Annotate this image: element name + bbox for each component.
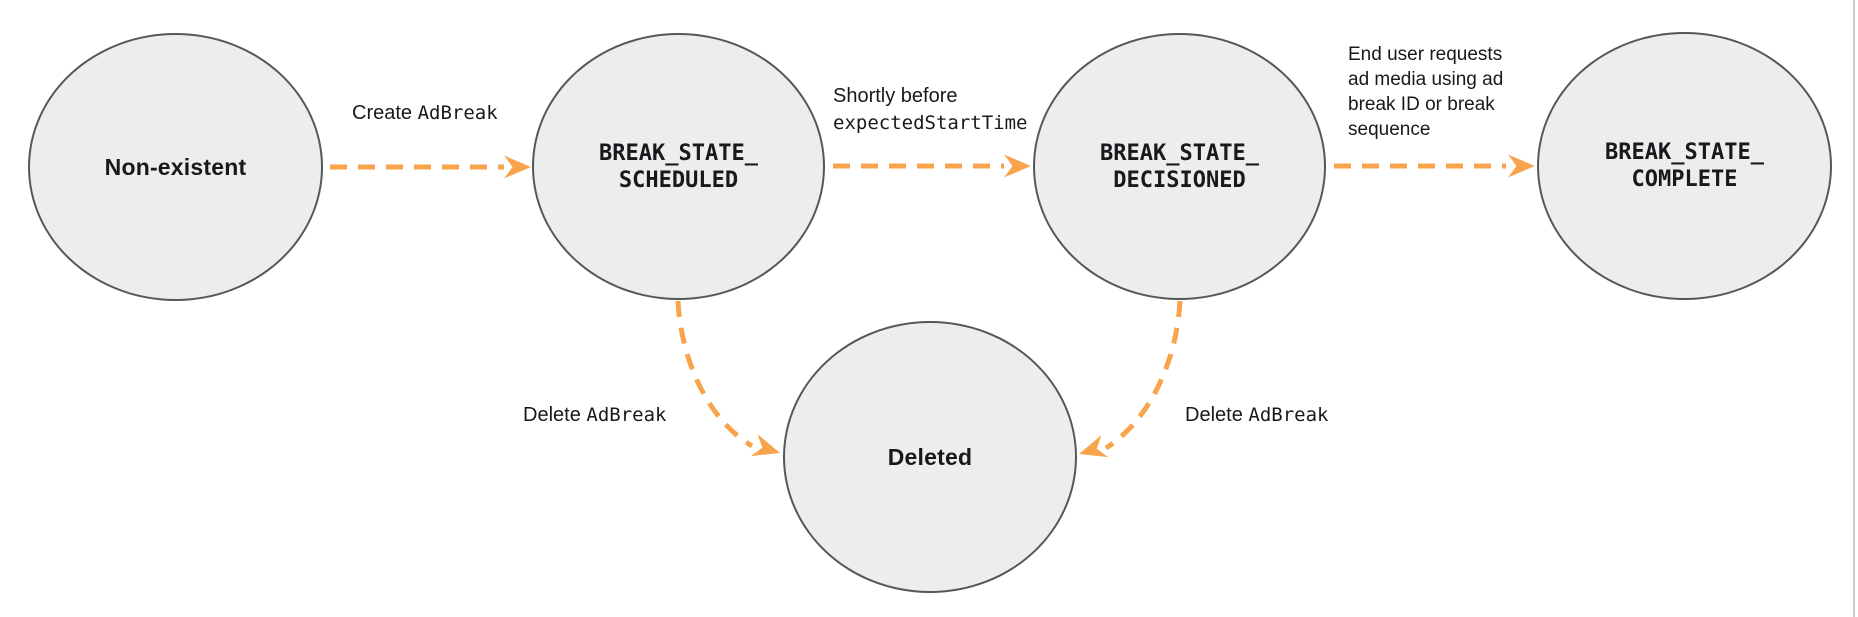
transition-label-shortly-before: Shortly before expectedStartTime xyxy=(833,83,1027,137)
state-break-state-complete: BREAK_STATE_ COMPLETE xyxy=(1537,32,1832,300)
state-label-line2: SCHEDULED xyxy=(618,167,739,193)
label-code: expectedStartTime xyxy=(833,112,1028,134)
page-edge-line xyxy=(1853,0,1855,617)
label-line: break ID or break xyxy=(1348,94,1495,115)
state-label-line2: COMPLETE xyxy=(1631,167,1738,192)
arrowhead-icon xyxy=(504,155,531,179)
state-non-existent: Non-existent xyxy=(28,33,323,301)
state-label-line2: DECISIONED xyxy=(1113,167,1246,193)
state-break-state-scheduled: BREAK_STATE_ SCHEDULED xyxy=(532,33,825,300)
transition-label-create-adbreak: Create AdBreak xyxy=(352,100,498,127)
state-break-state-decisioned: BREAK_STATE_ DECISIONED xyxy=(1033,33,1326,300)
label-text: Delete xyxy=(1185,404,1249,426)
arrow-create-adbreak xyxy=(330,155,531,179)
label-code: AdBreak xyxy=(586,404,667,426)
arrow-shortly-before xyxy=(833,154,1031,178)
state-label-line1: BREAK_STATE_ xyxy=(1605,140,1764,165)
label-line: End user requests xyxy=(1348,44,1503,65)
label-text: Delete xyxy=(523,404,587,426)
state-label-line1: BREAK_STATE_ xyxy=(599,140,758,166)
arrowhead-icon xyxy=(750,434,780,457)
arrowhead-icon xyxy=(1508,154,1535,178)
transition-label-end-user-requests: End user requests ad media using ad brea… xyxy=(1348,42,1528,142)
arrowhead-icon xyxy=(1004,154,1031,178)
arrowhead-icon xyxy=(1079,435,1109,458)
arrow-delete-adbreak-left xyxy=(675,300,780,457)
label-text: Shortly before xyxy=(833,85,958,107)
arrow-delete-adbreak-right xyxy=(1079,300,1183,458)
label-line: sequence xyxy=(1348,119,1431,140)
arrow-end-user-requests xyxy=(1334,154,1535,178)
label-code: AdBreak xyxy=(1248,404,1329,426)
label-line: ad media using ad xyxy=(1348,69,1504,90)
label-text: Create xyxy=(352,102,418,124)
state-label: Non-existent xyxy=(104,153,247,180)
state-deleted: Deleted xyxy=(783,321,1077,593)
state-label: Deleted xyxy=(887,443,973,470)
state-label-line1: BREAK_STATE_ xyxy=(1100,140,1259,166)
transition-label-delete-adbreak-left: Delete AdBreak xyxy=(523,402,666,429)
transition-label-delete-adbreak-right: Delete AdBreak xyxy=(1185,402,1328,429)
label-code: AdBreak xyxy=(417,102,498,124)
